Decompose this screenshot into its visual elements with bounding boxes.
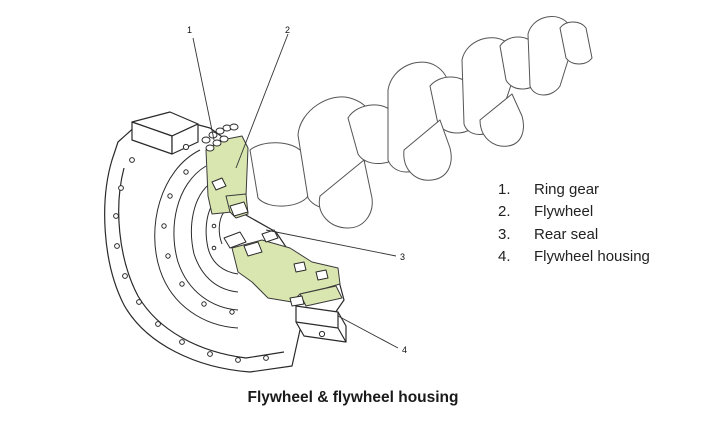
flywheel-face xyxy=(154,149,239,329)
legend-item: 1. Ring gear xyxy=(498,178,708,201)
housing-bolt-holes xyxy=(113,143,326,363)
cutaway-section xyxy=(205,135,343,307)
leader-line-4 xyxy=(337,315,399,349)
crankshaft-outline xyxy=(249,16,593,229)
leader-line-3 xyxy=(265,229,397,257)
leader-line-2 xyxy=(235,33,289,169)
legend-number: 3. xyxy=(498,225,511,243)
flywheel-bolt-holes xyxy=(161,169,235,315)
ring-gear-teeth xyxy=(201,123,239,152)
legend-label: Ring gear xyxy=(534,180,600,198)
legend-number: 1. xyxy=(498,180,511,198)
leader-lines xyxy=(192,33,399,349)
leader-line-1 xyxy=(192,37,215,141)
callout-4: 4 xyxy=(402,345,407,355)
legend-item: 3. Rear seal xyxy=(498,223,708,246)
legend-label: Rear seal xyxy=(534,225,599,243)
legend-number: 4. xyxy=(498,248,511,266)
callout-2: 2 xyxy=(285,25,290,35)
legend-label: Flywheel housing xyxy=(534,248,650,266)
legend-item: 2. Flywheel xyxy=(498,201,708,224)
flywheel-housing-outline xyxy=(104,111,347,373)
legend-label: Flywheel xyxy=(534,203,594,221)
section-bolts xyxy=(211,177,329,307)
callout-3: 3 xyxy=(400,252,405,262)
figure-caption: Flywheel & flywheel housing xyxy=(247,389,459,406)
legend-item: 4. Flywheel housing xyxy=(498,246,708,269)
legend-number: 2. xyxy=(498,203,511,221)
callout-1: 1 xyxy=(187,25,192,35)
parts-legend: 1. Ring gear 2. Flywheel 3. Rear seal 4.… xyxy=(498,178,708,268)
